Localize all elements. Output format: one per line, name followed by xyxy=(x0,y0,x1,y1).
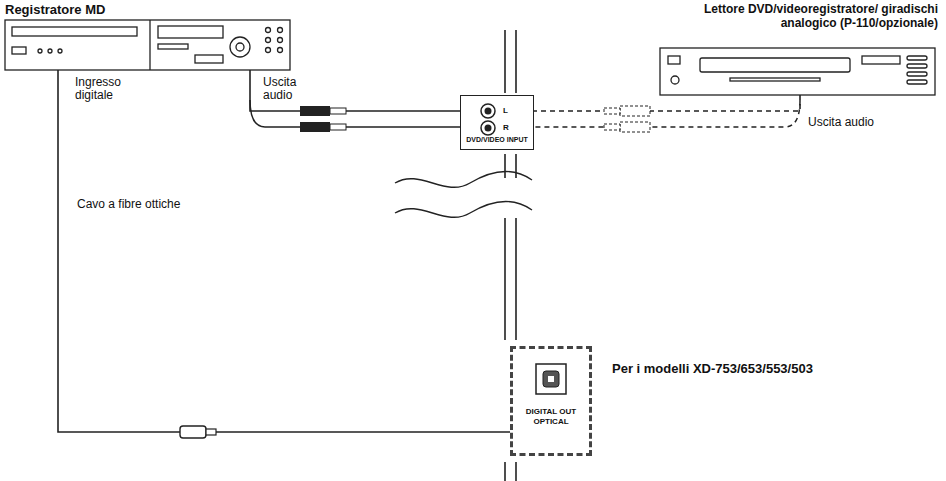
audio-wire xyxy=(534,100,800,127)
panel-line xyxy=(515,218,517,340)
optical-jack-frame xyxy=(536,364,566,394)
md-button xyxy=(278,48,283,53)
dvd-button xyxy=(907,64,927,68)
output-box: DIGITAL OUT OPTICAL xyxy=(510,346,592,456)
md-button xyxy=(48,49,52,53)
rca-plug-tip xyxy=(330,108,346,114)
optical-plug xyxy=(180,426,216,438)
md-button xyxy=(266,38,271,43)
dvd-player xyxy=(660,48,935,95)
dvd-button xyxy=(907,72,927,76)
panel-line xyxy=(504,218,506,340)
rca-jack-core xyxy=(485,108,492,115)
text-label: Ingresso digitale xyxy=(75,76,137,102)
rca-plug-body xyxy=(620,106,650,116)
text-label: L xyxy=(503,106,508,115)
md-divider xyxy=(149,20,150,70)
rca-plug-body xyxy=(620,122,650,132)
node-label: DIGITAL OUT OPTICAL xyxy=(516,407,586,427)
panel-line xyxy=(515,462,517,481)
break-wave xyxy=(395,201,532,217)
panel-line xyxy=(515,154,517,178)
rca-plug-tip xyxy=(604,124,620,130)
text-label: R xyxy=(503,123,509,132)
md-button xyxy=(195,55,223,63)
rca-jack xyxy=(481,104,495,118)
dvd-strip xyxy=(730,78,820,81)
device-box: Registratore MD xyxy=(5,2,292,70)
text-label: Per i modelli XD-753/653/553/503 xyxy=(612,362,813,376)
md-recorder xyxy=(5,20,290,70)
text-label: Uscita audio xyxy=(263,76,308,102)
node-label: Registratore MD xyxy=(5,2,292,17)
md-button xyxy=(278,28,283,33)
node-label: DVD/VIDEO INPUT xyxy=(463,136,531,144)
rca-plug-tip xyxy=(330,124,346,130)
optical-plug-tip xyxy=(206,429,216,435)
panel-line xyxy=(504,154,506,178)
text-label: Uscita audio xyxy=(808,116,874,129)
md-body xyxy=(5,20,290,70)
rca-plug-body xyxy=(300,122,330,132)
optical-jack xyxy=(536,364,566,394)
dvd-display xyxy=(862,56,900,64)
cable xyxy=(250,70,460,111)
cable-label: Cavo a fibre ottiche xyxy=(75,198,182,211)
node-label: Lettore DVD/videoregistratore/ giradisch… xyxy=(655,2,938,30)
optical-plug-body xyxy=(180,426,206,438)
panel-line xyxy=(515,30,517,93)
audio-wire xyxy=(250,100,460,127)
rca-plug-tip xyxy=(604,108,620,114)
md-button xyxy=(158,44,188,49)
md-button xyxy=(38,49,42,53)
rca-plugs xyxy=(300,106,346,132)
md-display xyxy=(158,26,223,38)
device-box: Lettore DVD/videoregistratore/ giradisch… xyxy=(655,2,938,95)
dvd-button xyxy=(907,80,927,84)
optical-jack-port xyxy=(543,371,559,387)
jack-panel: DVD/VIDEO INPUT xyxy=(460,95,534,150)
break-mark xyxy=(395,171,532,217)
cable xyxy=(58,70,510,432)
md-knob xyxy=(230,37,250,57)
md-button xyxy=(266,48,271,53)
rca-plug-body xyxy=(300,106,330,116)
dvd-button xyxy=(907,56,927,60)
rca-jacks xyxy=(481,104,495,135)
md-power-button xyxy=(12,47,26,54)
cable xyxy=(534,95,800,111)
rca-jack xyxy=(481,121,495,135)
dvd-tray xyxy=(700,58,850,72)
panel-line xyxy=(504,462,506,481)
break-wave xyxy=(395,171,532,187)
md-knob-center xyxy=(236,43,244,51)
md-button xyxy=(266,28,271,33)
md-button xyxy=(58,49,62,53)
dvd-jack xyxy=(671,76,679,84)
rca-plugs xyxy=(604,106,650,132)
dvd-power-button xyxy=(668,56,680,64)
rca-jack-core xyxy=(485,125,492,132)
md-slot xyxy=(12,27,137,36)
panel-line xyxy=(504,30,506,93)
optical-jack-core xyxy=(548,376,554,382)
dvd-body xyxy=(660,48,935,95)
md-button xyxy=(278,38,283,43)
